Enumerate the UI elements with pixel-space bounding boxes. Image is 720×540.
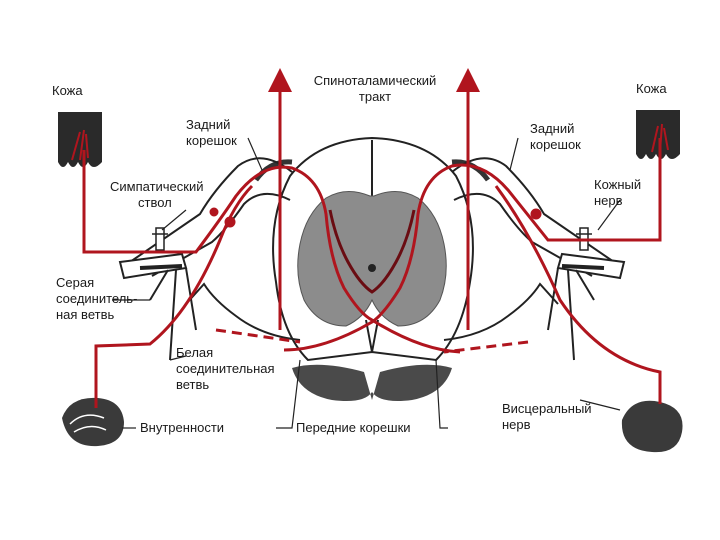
label-anterior-roots: Передние корешки <box>296 420 411 435</box>
label-posterior-root-right-line1: Задний <box>530 121 575 136</box>
anterior-white-matter <box>292 364 452 401</box>
label-viscera: Внутренности <box>140 420 225 435</box>
label-white-ramus-line1: Белая <box>176 345 214 360</box>
label-gray-ramus-line2: соединитель- <box>56 291 138 306</box>
label-skin-nerve-line1: Кожный <box>594 177 642 192</box>
label-posterior-root-left-line2: корешок <box>186 133 237 148</box>
label-posterior-root-right-line2: корешок <box>530 137 581 152</box>
label-skin-nerve-line2: нерв <box>594 193 623 208</box>
skin-left-block <box>58 112 102 167</box>
label-sympathetic-trunk-line2: ствол <box>138 195 172 210</box>
label-skin-left: Кожа <box>52 83 83 98</box>
leader-lines <box>112 137 621 429</box>
sensory-pathway-left <box>82 150 461 408</box>
spinal-nerve-left <box>118 157 301 341</box>
gray-matter <box>297 191 447 327</box>
viscera-left <box>62 397 124 447</box>
label-white-ramus-line2: соединительная <box>176 361 275 376</box>
label-spinothalamic-line1: Спиноталамический <box>313 73 437 88</box>
label-spinothalamic-line2: тракт <box>358 89 392 104</box>
sympathetic-ganglion-left <box>152 227 168 251</box>
sensory-pathway-right <box>283 138 662 404</box>
label-gray-ramus-line3: ная ветвь <box>56 307 115 322</box>
skin-right-block <box>636 110 680 159</box>
label-visceral-nerve-line1: Висцеральный <box>502 401 592 416</box>
label-visceral-nerve-line2: нерв <box>502 417 531 432</box>
label-posterior-root-left-line1: Задний <box>186 117 231 132</box>
label-sympathetic-trunk-line1: Симпатический <box>110 179 204 194</box>
dorsal-horn-left-cap <box>253 159 293 182</box>
label-skin-right: Кожа <box>636 81 667 96</box>
viscera-right <box>621 400 683 453</box>
label-white-ramus-line3: ветвь <box>176 377 210 392</box>
label-gray-ramus-line1: Серая <box>56 275 95 290</box>
spinal-nerve-right <box>443 157 626 341</box>
